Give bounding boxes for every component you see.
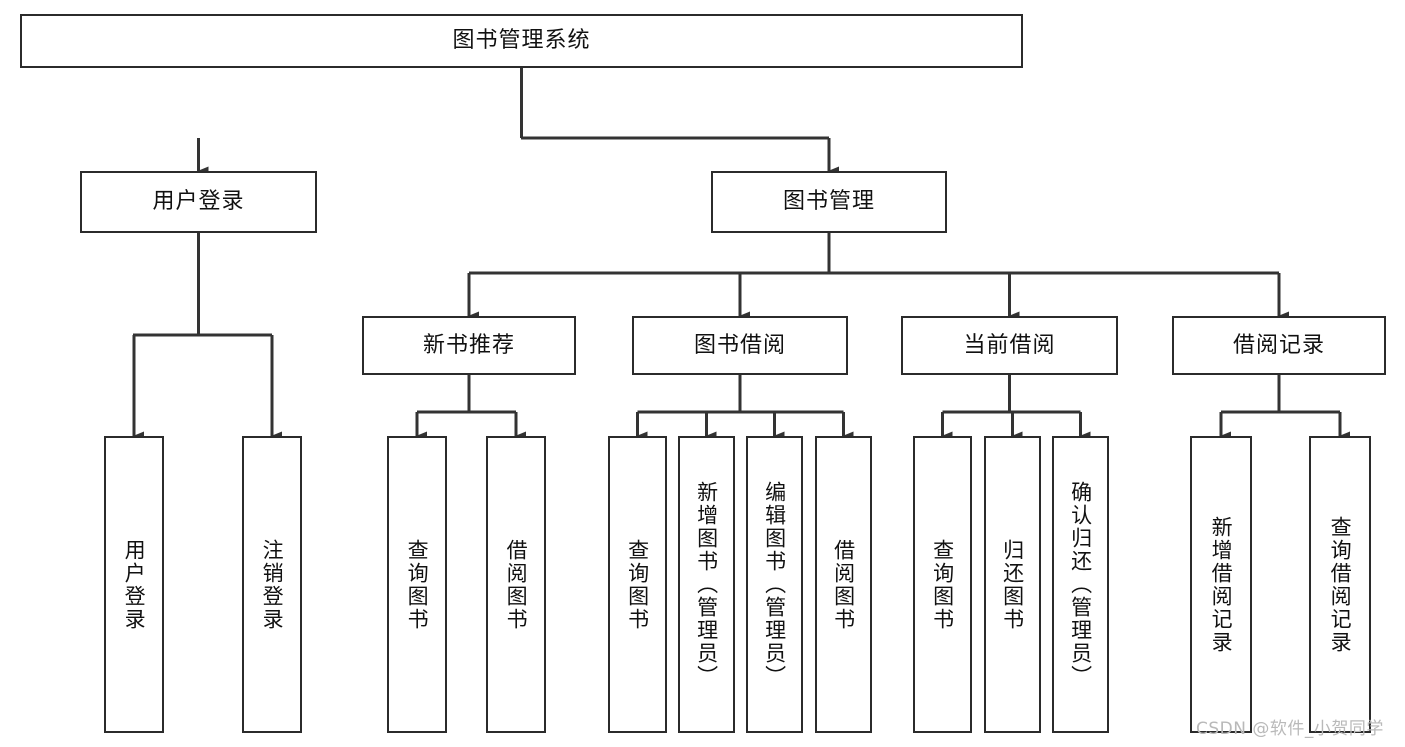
node-level1-用户登录-label: 用户登录 [152,189,245,215]
node-leaf-图书借阅-编辑图书管理员-2[interactable]: 编辑图书（管理员） [746,436,803,733]
node-level2-借阅记录-label: 借阅记录 [1232,332,1325,358]
node-leaf-图书借阅-查询图书-0[interactable]: 查询图书 [608,436,667,733]
node-leaf-用户登录-注销登录-1-label: 注销登录 [260,538,285,631]
node-level1-图书管理[interactable]: 图书管理 [711,171,947,233]
node-leaf-图书借阅-借阅图书-3-label: 借阅图书 [831,538,856,631]
csdn-watermark: CSDN @软件_小贺同学 [1196,719,1384,739]
node-图书管理系统-root[interactable]: 图书管理系统 [20,14,1023,68]
node-leaf-新书推荐-借阅图书-1-label: 借阅图书 [504,538,529,631]
node-level1-用户登录[interactable]: 用户登录 [80,171,317,233]
node-level1-图书管理-label: 图书管理 [782,189,875,215]
node-leaf-图书借阅-借阅图书-3[interactable]: 借阅图书 [815,436,872,733]
node-leaf-新书推荐-借阅图书-1[interactable]: 借阅图书 [486,436,546,733]
node-level2-借阅记录[interactable]: 借阅记录 [1172,316,1386,375]
node-leaf-当前借阅-查询图书-0-label: 查询图书 [930,538,955,631]
node-leaf-新书推荐-查询图书-0-label: 查询图书 [405,538,430,631]
node-level2-图书借阅-label: 图书借阅 [693,332,786,358]
node-leaf-当前借阅-归还图书-1-label: 归还图书 [1000,538,1025,631]
node-leaf-当前借阅-确认归还管理员-2[interactable]: 确认归还（管理员） [1052,436,1109,733]
node-level2-图书借阅[interactable]: 图书借阅 [632,316,848,375]
node-leaf-用户登录-注销登录-1[interactable]: 注销登录 [242,436,302,733]
node-leaf-当前借阅-确认归还管理员-2-label: 确认归还（管理员） [1068,481,1093,688]
node-leaf-借阅记录-查询借阅记录-1[interactable]: 查询借阅记录 [1309,436,1371,733]
node-leaf-借阅记录-新增借阅记录-0-label: 新增借阅记录 [1209,515,1234,654]
node-level2-当前借阅-label: 当前借阅 [963,332,1056,358]
node-leaf-图书借阅-新增图书管理员-1-label: 新增图书（管理员） [694,481,719,688]
node-图书管理系统-root-label: 图书管理系统 [452,28,591,54]
node-leaf-图书借阅-查询图书-0-label: 查询图书 [625,538,650,631]
node-leaf-当前借阅-归还图书-1[interactable]: 归还图书 [984,436,1041,733]
node-leaf-新书推荐-查询图书-0[interactable]: 查询图书 [387,436,447,733]
connector-lines [132,68,1350,441]
node-leaf-图书借阅-新增图书管理员-1[interactable]: 新增图书（管理员） [678,436,735,733]
node-leaf-图书借阅-编辑图书管理员-2-label: 编辑图书（管理员） [762,481,787,688]
node-leaf-借阅记录-查询借阅记录-1-label: 查询借阅记录 [1328,515,1353,654]
node-leaf-用户登录-用户登录-0-label: 用户登录 [122,538,147,631]
node-level2-新书推荐-label: 新书推荐 [422,332,515,358]
node-leaf-用户登录-用户登录-0[interactable]: 用户登录 [104,436,164,733]
node-leaf-当前借阅-查询图书-0[interactable]: 查询图书 [913,436,972,733]
node-level2-新书推荐[interactable]: 新书推荐 [362,316,576,375]
node-leaf-借阅记录-新增借阅记录-0[interactable]: 新增借阅记录 [1190,436,1252,733]
node-level2-当前借阅[interactable]: 当前借阅 [901,316,1118,375]
